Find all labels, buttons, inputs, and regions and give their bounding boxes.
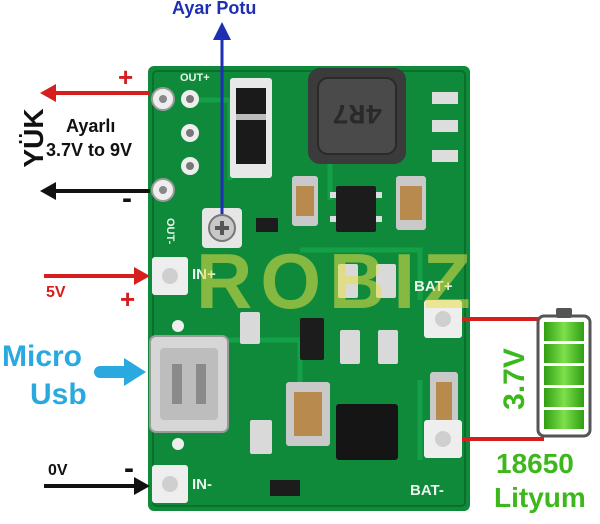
- battery-icon: [536, 308, 592, 438]
- load-desc-line2: 3.7V to 9V: [46, 140, 133, 160]
- ground-label: 0V: [48, 462, 68, 479]
- ground-minus: -: [124, 452, 134, 485]
- inductor: [308, 68, 406, 164]
- micro-usb-connector: [149, 320, 229, 450]
- potentiometer: [202, 208, 242, 248]
- usb-label-line1: Micro: [2, 340, 83, 373]
- input-plus: +: [120, 284, 136, 314]
- smd-components: [240, 92, 458, 496]
- usb-arrow: [94, 358, 146, 386]
- load-desc-line1: Ayarlı: [66, 116, 116, 136]
- pot-title: Ayar Potu: [172, 0, 257, 18]
- battery-model: 18650: [496, 448, 574, 479]
- silk-in-plus: IN+: [192, 266, 216, 283]
- pot-arrow: [213, 22, 231, 214]
- silk-bat-minus: BAT-: [410, 482, 444, 499]
- battery-type: Lityum: [494, 482, 586, 513]
- watermark: ROBIZ: [196, 237, 479, 325]
- out-pads: [151, 87, 199, 202]
- usb-label-line2: Usb: [30, 378, 87, 411]
- silk-bat-plus: BAT+: [414, 278, 453, 295]
- diode: [230, 78, 272, 178]
- battery-voltage: 3.7V: [498, 348, 531, 410]
- silk-in-minus: IN-: [192, 476, 212, 493]
- wires: [40, 84, 544, 495]
- in-bat-pads: [152, 257, 462, 503]
- load-plus: +: [118, 62, 134, 92]
- silk-out-minus: OUT-: [164, 218, 176, 245]
- input-voltage: 5V: [46, 284, 66, 301]
- silk-out-plus: OUT+: [180, 72, 210, 84]
- inductor-marking: 4R7: [332, 96, 383, 127]
- load-minus: -: [122, 182, 132, 215]
